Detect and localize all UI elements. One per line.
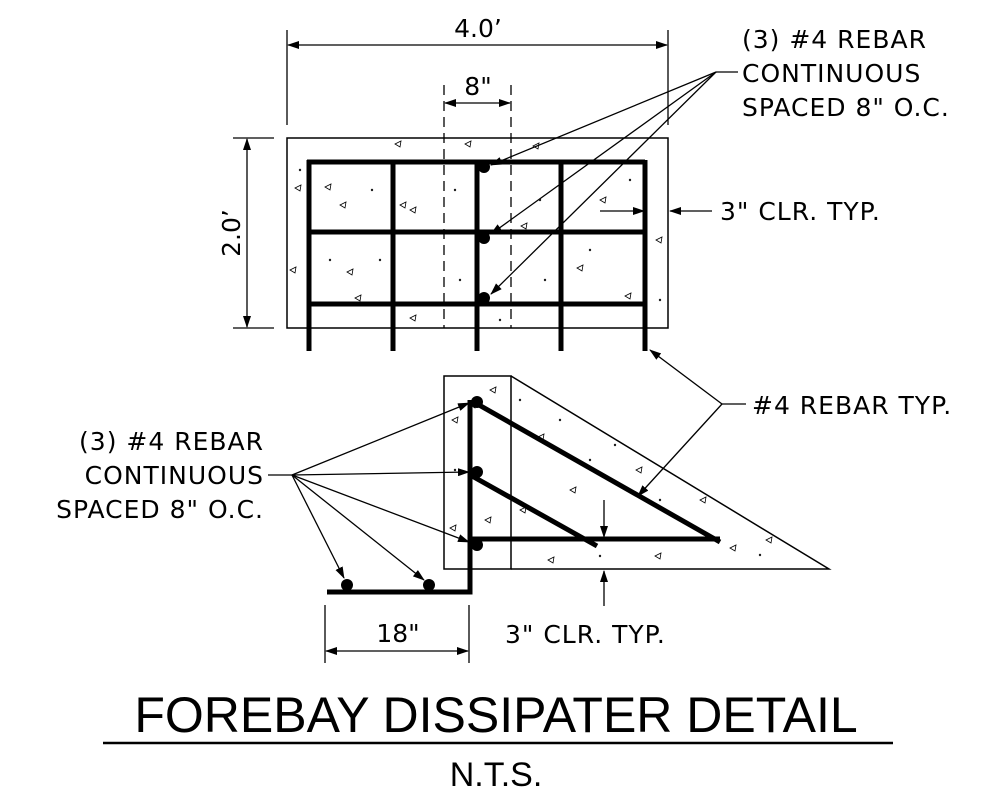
callout-line: CONTINUOUS <box>85 461 264 490</box>
height-dimension <box>233 137 274 329</box>
length-dimension <box>324 605 470 663</box>
rebar-bent <box>327 400 473 595</box>
drawing-scale-note: N.T.S. <box>450 756 543 794</box>
top-clearance-label: 3" CLR. TYP. <box>720 197 881 226</box>
drawing-title: FOREBAY DISSIPATER DETAIL <box>134 687 857 743</box>
profile-view: 3" CLR. TYP. 18" <box>324 375 832 663</box>
top-rebar-callout: (3) #4 REBAR CONTINUOUS SPACED 8" O.C. <box>490 25 950 295</box>
side-rebar-callout: (3) #4 REBAR CONTINUOUS SPACED 8" O.C. <box>56 402 470 581</box>
rebar-typ-callout: #4 REBAR TYP. <box>637 349 952 497</box>
spacing-dimension-label: 8" <box>464 72 491 101</box>
length-dimension-label: 18" <box>376 619 419 648</box>
top-section-view: 4.0’ 8" 2.0’ <box>217 14 669 351</box>
profile-rebar <box>327 398 722 595</box>
top-clearance-callout: 3" CLR. TYP. <box>600 197 881 226</box>
rebar-section-dot <box>471 539 483 551</box>
rebar-sloped-short <box>470 473 599 549</box>
callout-line: SPACED 8" O.C. <box>56 495 264 524</box>
rebar-sloped-long <box>470 398 722 545</box>
width-dimension-label: 4.0’ <box>454 14 502 43</box>
bottom-clearance-label: 3" CLR. TYP. <box>505 620 666 649</box>
top-concrete-hatch <box>289 140 663 322</box>
top-rebar-grid <box>306 159 648 351</box>
rebar-section-dot <box>471 396 483 408</box>
callout-line: CONTINUOUS <box>742 59 921 88</box>
rebar-section-dot <box>341 579 353 591</box>
callout-line: SPACED 8" O.C. <box>742 93 950 122</box>
height-dimension-label: 2.0’ <box>217 209 246 257</box>
rebar-section-dot <box>478 292 490 304</box>
rebar-section-dot <box>478 232 490 244</box>
callout-line: (3) #4 REBAR <box>742 25 927 54</box>
callout-line: (3) #4 REBAR <box>79 427 264 456</box>
rebar-section-dot <box>478 161 490 173</box>
rebar-section-dot <box>423 579 435 591</box>
rebar-typ-label: #4 REBAR TYP. <box>752 391 952 420</box>
profile-slope <box>510 375 832 570</box>
width-dimension <box>286 30 669 125</box>
rebar-section-dot <box>471 466 483 478</box>
